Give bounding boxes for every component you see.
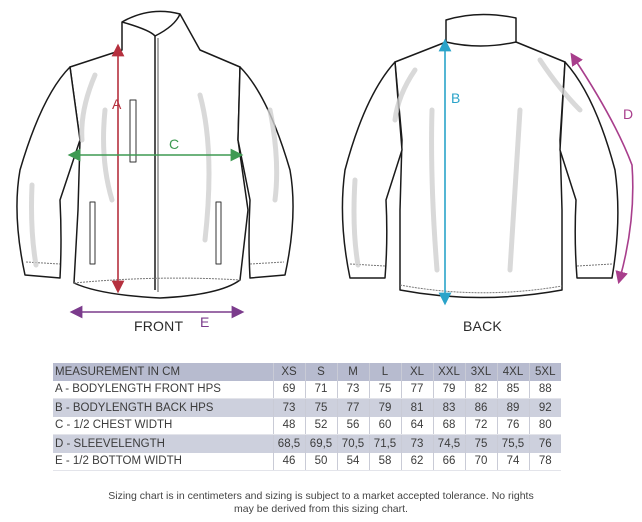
cell: 74,5 [433,434,466,453]
cell: 62 [401,452,434,471]
cell: 76 [497,416,530,435]
cell: 69,5 [305,434,338,453]
cell: 81 [401,398,434,417]
cell: 54 [337,452,370,471]
cell: 71,5 [369,434,402,453]
cell: 68,5 [273,434,306,453]
dimension-a-label: A [112,96,122,112]
cell: 56 [337,416,370,435]
cell: 88 [529,380,561,399]
cell: 48 [273,416,306,435]
cell: 85 [497,380,530,399]
cell: 64 [401,416,434,435]
cell: 70,5 [337,434,370,453]
cell: 75 [305,398,338,417]
cell: 71 [305,380,338,399]
header-size-s: S [305,363,338,381]
cell: 92 [529,398,561,417]
cell: 79 [369,398,402,417]
cell: 60 [369,416,402,435]
header-size-4xl: 4XL [497,363,530,381]
table-row: D - SLEEVELENGTH 68,5 69,5 70,5 71,5 73 … [53,434,561,453]
cell: 75 [465,434,498,453]
table-row: B - BODYLENGTH BACK HPS 73 75 77 79 81 8… [53,398,561,417]
table-row: C - 1/2 CHEST WIDTH 48 52 56 60 64 68 72… [53,416,561,435]
cell: 74 [497,452,530,471]
cell: 52 [305,416,338,435]
dimension-e-label: E [200,314,210,330]
cell: 77 [401,380,434,399]
cell: 70 [465,452,498,471]
cell: 73 [273,398,306,417]
cell: 66 [433,452,466,471]
cell: 46 [273,452,306,471]
header-size-l: L [369,363,402,381]
jacket-illustrations [16,10,634,319]
row-label: A - BODYLENGTH FRONT HPS [53,380,274,399]
cell: 82 [465,380,498,399]
cell: 68 [433,416,466,435]
header-size-3xl: 3XL [465,363,498,381]
size-chart-table: MEASUREMENT IN CM XS S M L XL XXL 3XL 4X… [53,363,561,471]
cell: 69 [273,380,306,399]
back-jacket [341,13,619,299]
back-view-label: BACK [463,318,502,334]
table-header-row: MEASUREMENT IN CM XS S M L XL XXL 3XL 4X… [53,363,561,381]
cell: 73 [401,434,434,453]
cell: 58 [369,452,402,471]
header-measurement: MEASUREMENT IN CM [53,363,274,381]
cell: 73 [337,380,370,399]
table-row: E - 1/2 BOTTOM WIDTH 46 50 54 58 62 66 7… [53,452,561,471]
row-label: B - BODYLENGTH BACK HPS [53,398,274,417]
cell: 50 [305,452,338,471]
row-label: C - 1/2 CHEST WIDTH [53,416,274,435]
dimension-d-arrow [570,52,634,285]
row-label: D - SLEEVELENGTH [53,434,274,453]
cell: 86 [465,398,498,417]
dimension-d-label: D [623,106,634,122]
disclaimer-line-2: may be derived from this sizing chart. [234,503,408,515]
cell: 83 [433,398,466,417]
header-size-xs: XS [273,363,306,381]
cell: 80 [529,416,561,435]
cell: 72 [465,416,498,435]
cell: 75,5 [497,434,530,453]
cell: 77 [337,398,370,417]
header-size-xxl: XXL [433,363,466,381]
dimension-c-label: C [169,136,180,152]
header-size-m: M [337,363,370,381]
disclaimer-line-1: Sizing chart is in centimeters and sizin… [108,490,534,502]
header-size-5xl: 5XL [529,363,561,381]
dimension-b-label: B [451,90,461,106]
row-label: E - 1/2 BOTTOM WIDTH [53,452,274,471]
jacket-diagram: A C E B D FRONT BACK [16,10,634,334]
table-row: A - BODYLENGTH FRONT HPS 69 71 73 75 77 … [53,380,561,399]
cell: 89 [497,398,530,417]
sizing-disclaimer: Sizing chart is in centimeters and sizin… [0,490,642,516]
cell: 78 [529,452,561,471]
cell: 79 [433,380,466,399]
header-size-xl: XL [401,363,434,381]
cell: 75 [369,380,402,399]
cell: 76 [529,434,561,453]
front-view-label: FRONT [134,318,184,334]
